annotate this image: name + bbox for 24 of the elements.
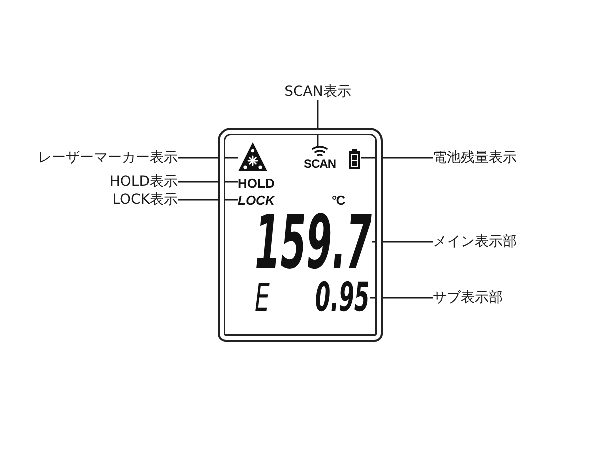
callout-label: レーザーマーカー表示 [38,150,178,166]
callout-label: 電池残量表示 [433,150,517,166]
leader-line [370,297,433,299]
laser-warning-icon [238,142,268,172]
leader-line [178,181,238,183]
battery-icon [349,149,361,170]
leader-line [178,199,238,201]
unit-label: °C [332,194,345,208]
callout-label: LOCK表示 [112,192,178,208]
sub-reading: 0.95 [316,281,370,315]
leader-line [372,241,433,243]
lcd-screen [218,128,383,342]
leader-line [361,157,433,159]
lock-indicator: LOCK [238,194,275,208]
hold-indicator: HOLD [238,177,275,191]
callout-label: HOLD表示 [110,174,178,190]
scan-indicator: SCAN [304,158,336,171]
main-reading: 159.7 [255,213,372,273]
callout-label: メイン表示部 [433,234,517,250]
leader-line [317,100,319,146]
leader-line [178,157,238,159]
mode-letter: E [255,281,270,315]
callout-label: サブ表示部 [433,290,503,306]
callout-label: SCAN表示 [284,84,352,100]
